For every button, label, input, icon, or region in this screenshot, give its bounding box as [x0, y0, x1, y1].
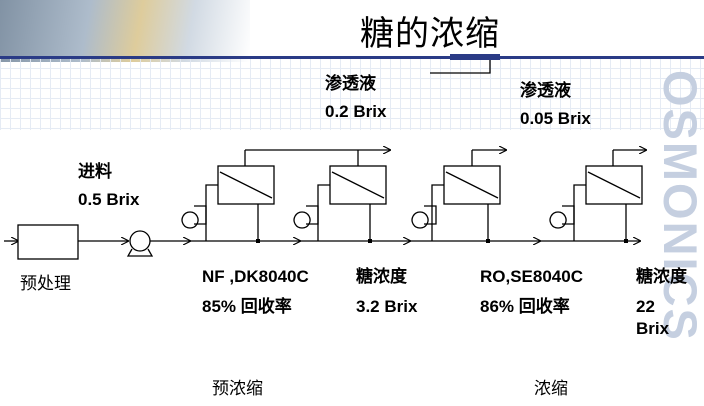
stage-2-recovery: 86% 回收率	[480, 297, 570, 316]
concentration-2-label: 糖浓度	[636, 267, 687, 286]
membrane-unit-1	[181, 150, 275, 241]
concentration-1-label: 糖浓度	[356, 267, 407, 286]
stage-1-membrane: NF ,DK8040C	[202, 267, 309, 286]
membrane-unit-2	[293, 150, 387, 241]
header-photo	[0, 0, 250, 62]
pump-icon	[129, 230, 151, 252]
membrane-unit-3	[411, 150, 501, 241]
concentration-2-value-line1: 22	[636, 297, 655, 316]
pretreatment-box	[17, 224, 79, 260]
callout-line	[430, 60, 491, 74]
header-grid-pattern	[0, 58, 704, 130]
concentration-2-value-line2: Brix	[636, 319, 670, 338]
permeate-1-value: 0.2 Brix	[325, 102, 387, 121]
feed-label: 进料	[78, 162, 112, 181]
stage-2-membrane: RO,SE8040C	[480, 267, 583, 286]
permeate-2-label: 渗透液	[520, 81, 571, 100]
pump-base	[126, 248, 154, 257]
stage-1-recovery: 85% 回收率	[202, 297, 292, 316]
osmonics-watermark: OSMONICS	[654, 70, 704, 342]
membrane-units	[181, 150, 643, 241]
permeate-2-value: 0.05 Brix	[520, 109, 591, 128]
title-underline	[0, 56, 704, 59]
concentration-1-value: 3.2 Brix	[356, 297, 418, 316]
title-underline-accent	[450, 54, 500, 60]
permeate-1-label: 渗透液	[325, 74, 376, 93]
feed-value: 0.5 Brix	[78, 190, 140, 209]
stage-1-caption: 预浓缩	[212, 379, 263, 398]
stage-2-caption: 浓缩	[534, 379, 568, 398]
slide-title: 糖的浓缩	[360, 14, 500, 54]
junction-dots	[256, 239, 628, 243]
membrane-unit-4	[549, 150, 643, 241]
pretreatment-label: 预处理	[20, 274, 71, 293]
